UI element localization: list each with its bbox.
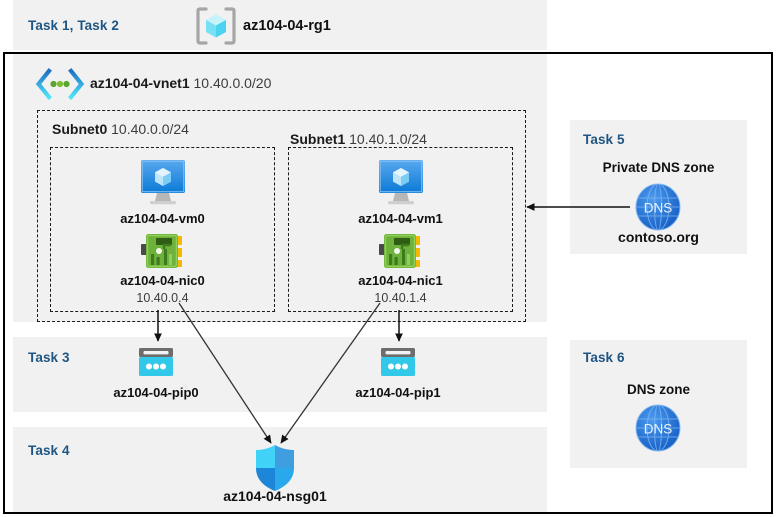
nic1-label: az104-04-nic1 — [358, 273, 443, 288]
resource-group-panel — [13, 0, 547, 50]
nic0-ip: 10.40.0.4 — [136, 291, 189, 305]
dns-zone-icon: DNS — [632, 183, 684, 231]
subnet1-cidr: 10.40.1.0/24 — [349, 131, 427, 147]
subnet0-box — [50, 147, 275, 312]
private-dns-title: Private DNS zone — [602, 160, 715, 175]
subnet1-header: Subnet1 10.40.1.0/24 — [290, 131, 427, 147]
dns-zone-title: DNS zone — [626, 382, 690, 397]
nsg-label: az104-04-nsg01 — [223, 488, 327, 504]
public-ip-panel — [13, 337, 547, 412]
svg-text:DNS: DNS — [644, 422, 673, 437]
private-dns-name: contoso.org — [618, 229, 699, 245]
vm1-label: az104-04-vm1 — [358, 211, 443, 226]
public-ip-address-icon — [379, 346, 417, 380]
subnet0-header: Subnet0 10.40.0.0/24 — [52, 121, 189, 137]
public-ip-address-icon — [137, 346, 175, 380]
network-interface-icon — [140, 232, 185, 270]
pip1-label: az104-04-pip1 — [355, 385, 441, 400]
resource-group-icon — [196, 7, 236, 45]
resource-group-name: az104-04-rg1 — [243, 18, 331, 34]
virtual-network-icon — [35, 68, 85, 100]
vm0-label: az104-04-vm0 — [120, 211, 205, 226]
vnet-cidr: 10.40.0.0/20 — [193, 75, 272, 91]
vnet-header: az104-04-vnet1 10.40.0.0/20 — [90, 75, 271, 91]
network-interface-icon — [378, 232, 423, 270]
subnet1-name: Subnet1 — [290, 131, 346, 147]
subnet0-name: Subnet0 — [52, 121, 108, 137]
dns-zone-icon: DNS — [632, 404, 684, 452]
vnet-background — [13, 54, 547, 322]
nic1-ip: 10.40.1.4 — [374, 291, 427, 305]
task-label-pip: Task 3 — [28, 350, 70, 365]
task-label-rg: Task 1, Task 2 — [28, 18, 119, 33]
subnet1-box — [288, 147, 513, 312]
virtual-machine-icon — [136, 158, 190, 206]
nic0-label: az104-04-nic0 — [120, 273, 205, 288]
network-security-group-icon — [253, 444, 297, 492]
task-label-private-dns: Task 5 — [583, 132, 625, 147]
pip0-label: az104-04-pip0 — [113, 385, 199, 400]
svg-text:DNS: DNS — [644, 201, 673, 216]
task-label-dns-zone: Task 6 — [583, 350, 625, 365]
task-label-nsg: Task 4 — [28, 443, 70, 458]
virtual-machine-icon — [374, 158, 428, 206]
vnet-boundary — [3, 52, 773, 514]
subnet0-cidr: 10.40.0.0/24 — [111, 121, 189, 137]
vnet-name: az104-04-vnet1 — [90, 75, 190, 91]
